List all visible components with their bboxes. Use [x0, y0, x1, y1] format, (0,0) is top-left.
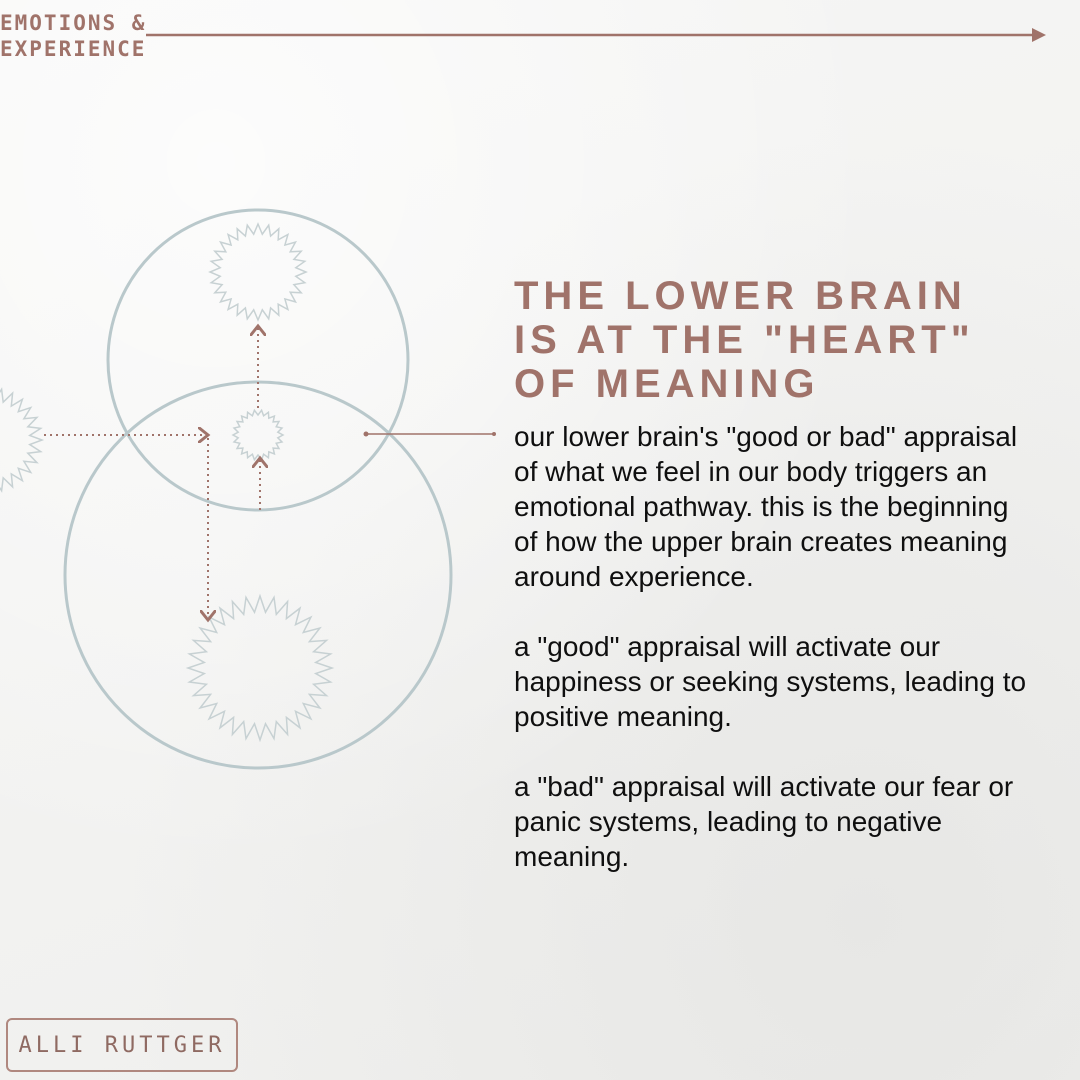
author-badge: ALLI RUTTGER	[6, 1018, 238, 1072]
lower-burst-icon	[185, 593, 335, 743]
section-tag: EMOTIONS & EXPERIENCE	[0, 10, 146, 62]
brain-diagram	[0, 208, 496, 770]
connector-dot-right	[492, 432, 496, 436]
upper-brain-circle	[106, 208, 410, 512]
section-tag-line-1: EMOTIONS &	[0, 11, 147, 35]
lower-brain-circle	[63, 380, 453, 770]
header-arrow	[146, 28, 1046, 42]
center-burst-icon	[231, 408, 285, 462]
header-arrow-head	[1032, 28, 1046, 42]
author-name: ALLI RUTTGER	[18, 1032, 226, 1058]
connector-dot-left	[363, 431, 369, 437]
section-tag-line-2: EXPERIENCE	[0, 37, 147, 61]
title-line-1: THE LOWER BRAIN	[514, 274, 967, 318]
upper-burst-icon	[208, 222, 308, 322]
body-paragraph-2: a "good" appraisal will activate our hap…	[514, 631, 1027, 732]
left-burst-icon	[0, 387, 45, 493]
body-text: our lower brain's "good or bad" appraisa…	[514, 419, 1034, 909]
body-paragraph-1: our lower brain's "good or bad" appraisa…	[514, 421, 1018, 592]
body-paragraph-3: a "bad" appraisal will activate our fear…	[514, 771, 1014, 872]
bursts-group	[0, 222, 335, 743]
title-line-3: OF MEANING	[514, 362, 820, 406]
page-title: THE LOWER BRAIN IS AT THE "HEART" OF MEA…	[514, 274, 1054, 406]
title-line-2: IS AT THE "HEART"	[514, 318, 975, 362]
